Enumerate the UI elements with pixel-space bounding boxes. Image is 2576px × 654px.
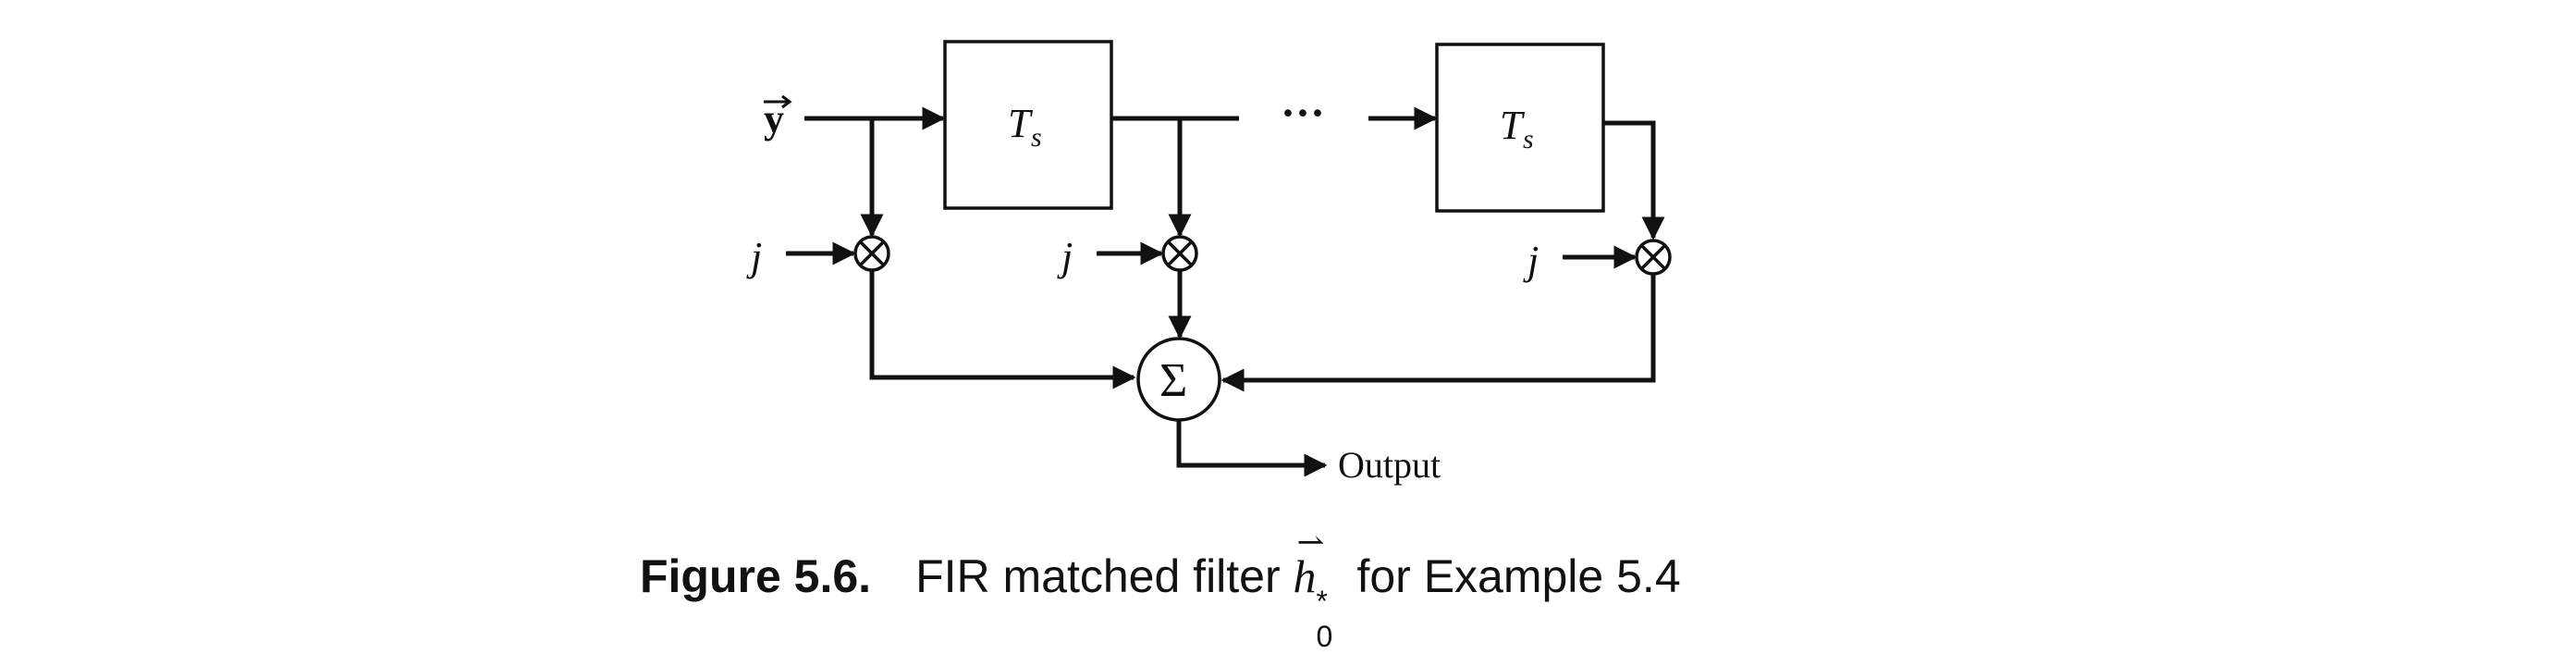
multiplier-1 [853,235,890,272]
summation-node: Σ [1136,337,1221,422]
delay-box-1: T s [943,40,1113,210]
svg-text:s: s [1523,124,1534,154]
weight-label-1: j [746,234,762,279]
svg-text:T: T [1500,103,1526,148]
caption-text: FIR matched filter [915,550,1281,602]
filter-symbol: ⇀h [1293,524,1325,602]
figure-number: Figure 5.6. [640,550,872,602]
mult-1-to-sum-wire [869,270,1136,389]
svg-text:T: T [1008,101,1034,146]
figure-caption: Figure 5.6. FIR matched filter ⇀h*0 for E… [640,524,2027,653]
symbol-subscript: 0 [1316,620,1333,653]
multiplier-2 [1161,235,1198,272]
svg-text:s: s [1031,122,1042,153]
weight-label-2: j [1057,234,1073,279]
svg-text:y: y [764,96,784,142]
input-signal-label: y [764,94,792,142]
ellipsis: ··· [1281,89,1325,138]
output-wire [1176,420,1328,477]
multiplier-n [1635,239,1672,276]
mult-n-to-sum-wire [1221,274,1656,392]
symbol-superscript: * [1316,585,1328,618]
tap-3-wire [1603,120,1665,241]
delay-box-n: T s [1435,43,1605,213]
caption-text-end: for Example 5.4 [1356,550,1681,602]
weight-label-n: j [1523,238,1539,283]
svg-text:Σ: Σ [1159,354,1187,407]
output-label: Output [1338,444,1441,486]
